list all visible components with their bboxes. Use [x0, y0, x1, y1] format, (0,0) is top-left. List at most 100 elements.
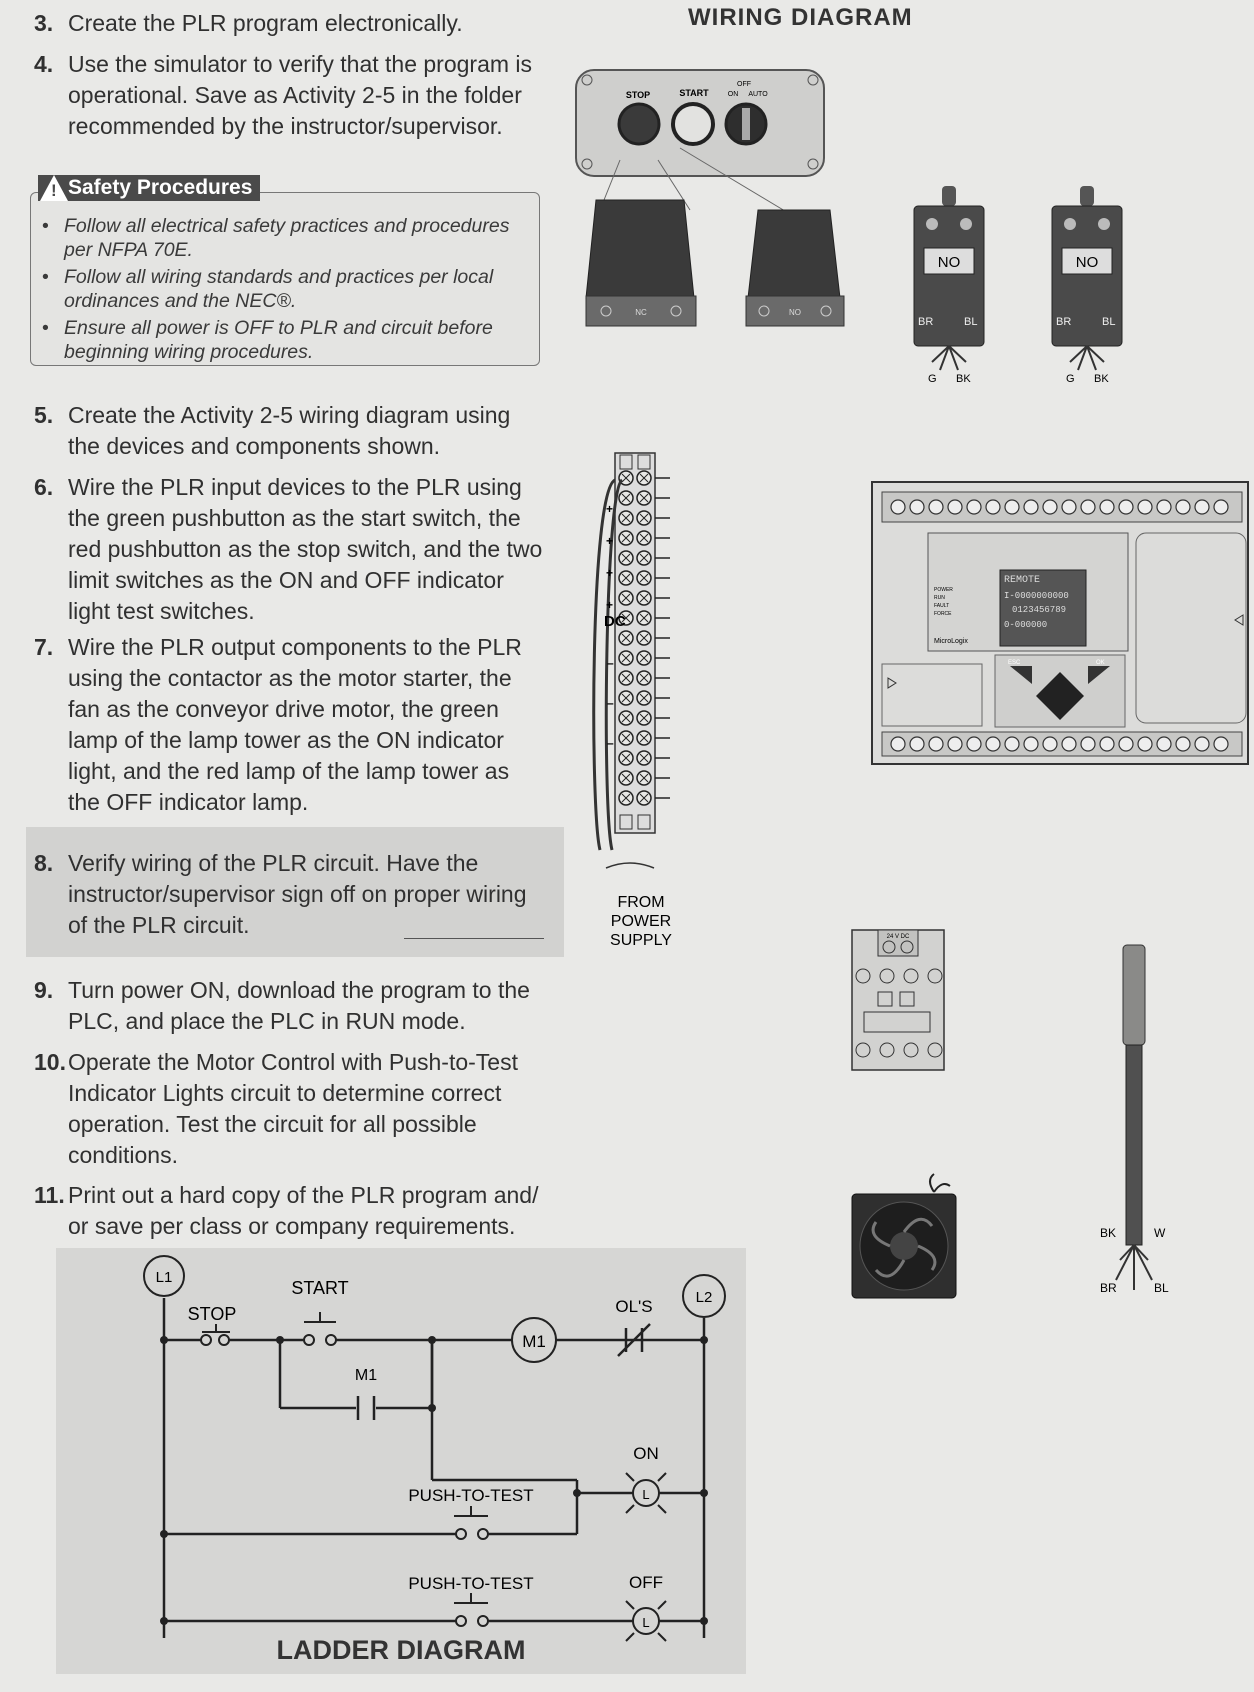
svg-text:BK: BK — [956, 373, 971, 385]
plc-terminal-screw — [966, 499, 982, 515]
svg-text:L: L — [642, 1615, 649, 1630]
terminal-strip: DC + + + + – – – FROM POWER SUPPLY — [592, 452, 672, 949]
overload-contacts — [617, 1323, 651, 1357]
step-5: 5.Create the Activity 2-5 wiring diagram… — [34, 402, 511, 459]
ladder-diagram-panel — [56, 1248, 746, 1674]
svg-text:–: – — [607, 736, 614, 750]
stop-button — [617, 102, 661, 146]
l2-terminal — [682, 1274, 726, 1318]
svg-text:L2: L2 — [696, 1289, 713, 1306]
push-to-test-1-label: PUSH-TO-TEST — [408, 1486, 533, 1505]
svg-text:BK: BK — [1094, 373, 1109, 385]
svg-text:OK: OK — [1096, 660, 1105, 666]
m1-contact — [356, 1396, 376, 1420]
svg-text:BL: BL — [1154, 1281, 1169, 1295]
start-label: START — [679, 88, 709, 98]
plc-terminal-screw — [1156, 499, 1172, 515]
svg-text:ESC: ESC — [1008, 660, 1021, 666]
svg-text:BL: BL — [964, 316, 977, 328]
wiring-diagram: STOP START OFF ON AUTO NC NO NO BR BL — [575, 69, 1249, 1299]
svg-text:G: G — [1066, 373, 1075, 385]
plc-terminal-screw — [1080, 736, 1096, 752]
warning-icon — [40, 175, 68, 201]
selector-on-label: ON — [728, 91, 739, 98]
safety-item: Follow all electrical safety practices a… — [40, 214, 530, 262]
plc-terminal-screw — [928, 499, 944, 515]
dc-label: DC — [604, 613, 626, 630]
step-3: 3.Create the PLR program electronically. — [34, 10, 463, 36]
push-to-test-1 — [454, 1506, 489, 1540]
svg-text:+: + — [606, 534, 613, 548]
plc-terminal-screw — [890, 499, 906, 515]
selector-auto-label: AUTO — [748, 91, 768, 98]
plc-terminal-screw — [947, 499, 963, 515]
no-label: NO — [789, 308, 801, 317]
plc-terminal-screw — [1175, 736, 1191, 752]
plc-terminal-screw — [1023, 736, 1039, 752]
l1-terminal — [143, 1255, 185, 1297]
plc-unit: POWER RUN FAULT FORCE MicroLogix REMOTE … — [871, 481, 1249, 765]
stop-label: STOP — [188, 1304, 237, 1324]
push-to-test-2 — [454, 1593, 489, 1627]
plc-terminal-screw — [1156, 736, 1172, 752]
plc-terminal-screw — [1175, 499, 1191, 515]
step-11: 11.Print out a hard copy of the PLR prog… — [34, 1182, 539, 1239]
svg-text:BL: BL — [1102, 316, 1115, 328]
limit-switch-2-no: NO — [1076, 254, 1099, 271]
step-8-highlight — [26, 827, 564, 957]
m1-contact-label: M1 — [355, 1367, 377, 1384]
step-8: 8.Verify wiring of the PLR circuit. Have… — [34, 850, 527, 938]
contactor: 24 V DC — [851, 929, 945, 1071]
plc-terminal-screw — [947, 736, 963, 752]
plc-terminal-screw — [1061, 499, 1077, 515]
push-to-test-2-label: PUSH-TO-TEST — [408, 1574, 533, 1593]
limit-switch-2: NO BR BL G BK — [1051, 186, 1123, 385]
svg-text:POWER: POWER — [934, 587, 953, 593]
plc-terminal-screw — [1213, 499, 1229, 515]
start-button — [671, 102, 715, 146]
plc-terminal-screw — [1061, 736, 1077, 752]
plc-terminal-screw — [909, 499, 925, 515]
ladder-diagram: STOP START M1 M1 OL'S L1 L2 L ON L OFF P… — [143, 1255, 726, 1665]
plc-terminal-screw — [1023, 499, 1039, 515]
wiring-diagram-title: WIRING DIAGRAM — [688, 4, 913, 31]
from-label: FROM — [617, 894, 664, 911]
plc-terminal-screw — [985, 499, 1001, 515]
plc-terminal-screw — [985, 736, 1001, 752]
svg-text:FAULT: FAULT — [934, 603, 949, 609]
start-label: START — [291, 1278, 348, 1298]
svg-text:+: + — [606, 598, 613, 612]
fan-motor — [851, 1173, 957, 1299]
nc-label: NC — [635, 308, 647, 317]
off-label: OFF — [629, 1573, 663, 1592]
step-4: 4.Use the simulator to verify that the p… — [34, 51, 533, 139]
lamp-tower: BK W BR BL — [1100, 944, 1169, 1295]
safety-list: Follow all electrical safety practices a… — [40, 214, 530, 367]
svg-text:M1: M1 — [522, 1332, 546, 1351]
svg-text:0123456789: 0123456789 — [1012, 605, 1066, 615]
selector-off-label: OFF — [737, 81, 751, 88]
plc-terminal-screw — [928, 736, 944, 752]
plc-terminal-screw — [1004, 736, 1020, 752]
plc-terminal-screw — [1213, 736, 1229, 752]
safety-item: Ensure all power is OFF to PLR and circu… — [40, 316, 530, 364]
safety-procedures-title: Safety Procedures — [38, 175, 261, 201]
nc-contact-block: NC — [585, 199, 697, 327]
svg-text:BR: BR — [1056, 316, 1071, 328]
start-no-contact — [303, 1312, 337, 1346]
svg-text:BR: BR — [918, 316, 933, 328]
m1-coil — [511, 1317, 557, 1363]
plc-terminal-screw — [1194, 499, 1210, 515]
stop-nc-contact — [200, 1324, 230, 1346]
plc-terminal-screw — [1099, 736, 1115, 752]
ladder-diagram-title: LADDER DIAGRAM — [277, 1635, 526, 1665]
svg-text:–: – — [607, 696, 614, 710]
svg-text:0-000000: 0-000000 — [1004, 620, 1047, 630]
svg-text:W: W — [1154, 1226, 1166, 1240]
svg-text:+: + — [606, 502, 613, 516]
off-lamp — [625, 1600, 667, 1642]
no-contact-block: NO — [745, 209, 845, 327]
plc-terminal-screw — [966, 736, 982, 752]
svg-text:BK: BK — [1100, 1226, 1116, 1240]
plc-terminal-screw — [1099, 499, 1115, 515]
